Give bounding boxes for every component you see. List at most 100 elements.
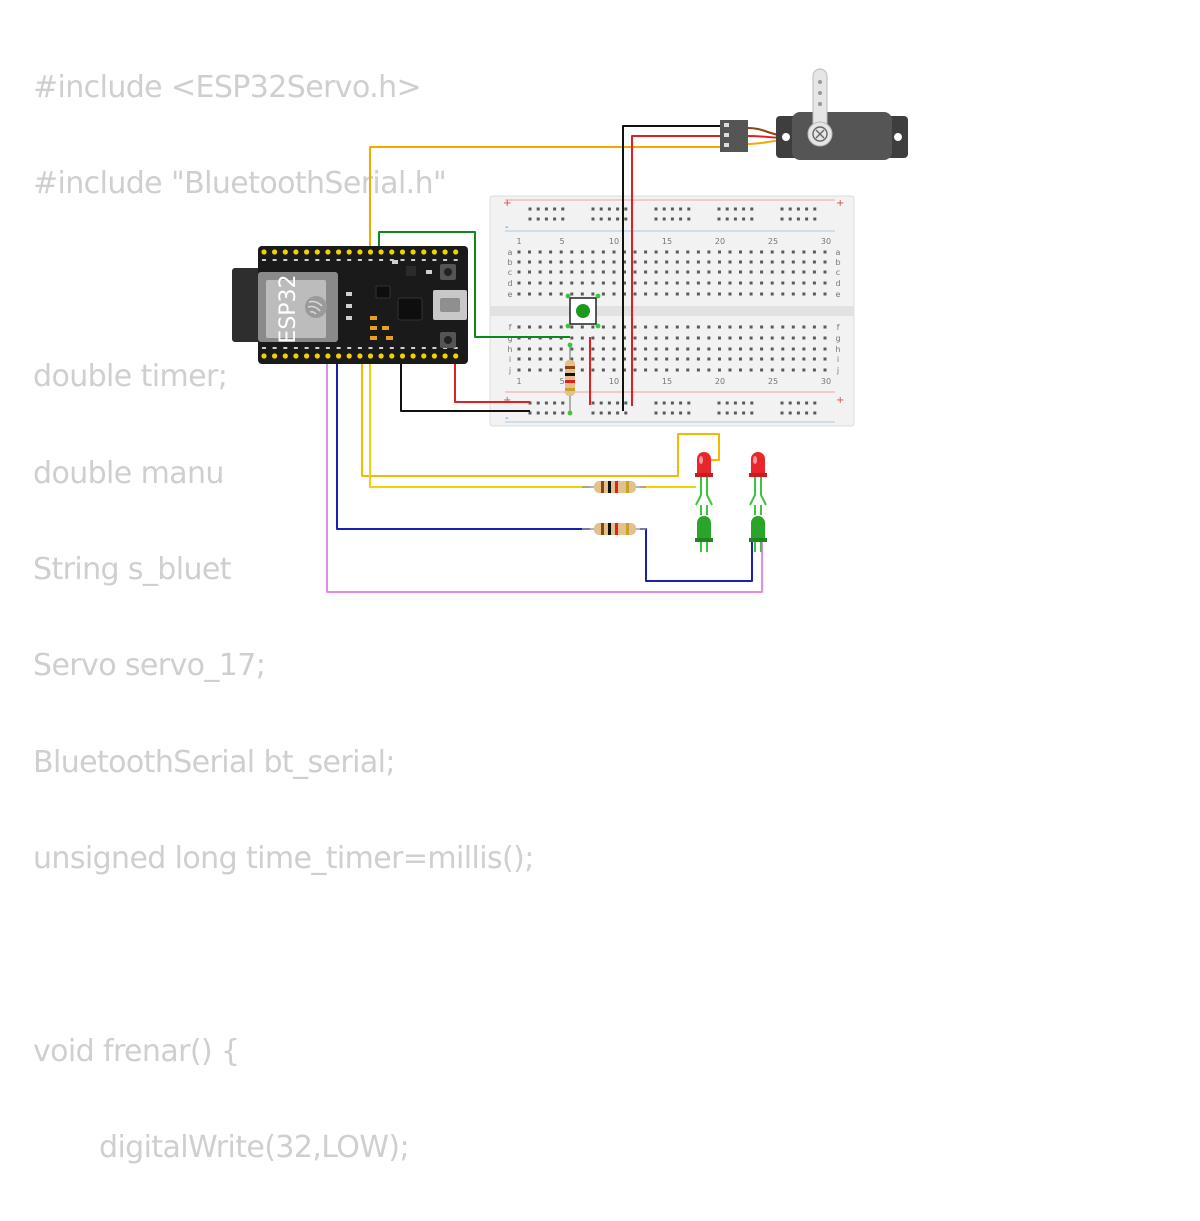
breadboard-hole[interactable] — [718, 250, 721, 254]
header-pin[interactable] — [282, 249, 288, 255]
breadboard-hole[interactable] — [654, 368, 658, 372]
breadboard-hole[interactable] — [559, 347, 563, 351]
led-green-1[interactable] — [695, 505, 713, 552]
breadboard-hole[interactable] — [559, 270, 563, 274]
breadboard-hole[interactable] — [616, 207, 620, 211]
breadboard-hole[interactable] — [633, 260, 637, 264]
resistor-led-2[interactable] — [582, 523, 646, 535]
header-pin[interactable] — [314, 353, 320, 359]
breadboard-hole[interactable] — [770, 336, 774, 340]
breadboard-hole[interactable] — [760, 368, 764, 372]
breadboard-hole[interactable] — [718, 270, 721, 274]
breadboard-hole[interactable] — [601, 368, 605, 372]
breadboard-hole[interactable] — [623, 347, 626, 351]
breadboard-hole[interactable] — [802, 336, 806, 340]
breadboard-hole[interactable] — [570, 325, 574, 329]
breadboard-hole[interactable] — [679, 401, 683, 405]
header-pin[interactable] — [453, 249, 459, 255]
breadboard-hole[interactable] — [791, 368, 795, 372]
breadboard-hole[interactable] — [749, 292, 753, 296]
header-pin[interactable] — [346, 249, 352, 255]
breadboard-hole[interactable] — [580, 292, 584, 296]
breadboard-hole[interactable] — [696, 260, 700, 264]
header-pin[interactable] — [357, 353, 363, 359]
breadboard-hole[interactable] — [553, 401, 557, 405]
breadboard-hole[interactable] — [788, 411, 792, 415]
breadboard-hole[interactable] — [591, 411, 595, 415]
header-pin[interactable] — [293, 353, 299, 359]
breadboard-hole[interactable] — [728, 325, 732, 329]
wire-red-vin[interactable] — [454, 358, 530, 403]
breadboard-hole[interactable] — [528, 270, 531, 274]
breadboard-hole[interactable] — [536, 411, 540, 415]
breadboard-hole[interactable] — [644, 270, 648, 274]
wire-red-servo-power[interactable] — [631, 135, 722, 406]
breadboard-hole[interactable] — [580, 336, 584, 340]
breadboard-hole[interactable] — [696, 347, 700, 351]
breadboard-hole[interactable] — [665, 260, 669, 264]
breadboard-hole[interactable] — [812, 270, 816, 274]
header-pin[interactable] — [325, 353, 331, 359]
breadboard-hole[interactable] — [536, 217, 540, 221]
breadboard-hole[interactable] — [686, 250, 690, 254]
breadboard-hole[interactable] — [728, 368, 732, 372]
breadboard-hole[interactable] — [781, 325, 785, 329]
header-pin[interactable] — [367, 249, 374, 255]
breadboard-hole[interactable] — [802, 292, 806, 296]
breadboard-hole[interactable] — [538, 347, 542, 351]
header-pin[interactable] — [282, 353, 288, 359]
breadboard-hole[interactable] — [770, 357, 774, 361]
breadboard-hole[interactable] — [739, 281, 742, 285]
breadboard-hole[interactable] — [725, 217, 729, 221]
breadboard-hole[interactable] — [580, 281, 584, 285]
breadboard-hole[interactable] — [665, 270, 669, 274]
breadboard-hole[interactable] — [760, 357, 764, 361]
breadboard-hole[interactable] — [823, 357, 827, 361]
breadboard-hole[interactable] — [549, 260, 553, 264]
breadboard-hole[interactable] — [791, 325, 795, 329]
breadboard-hole[interactable] — [528, 207, 532, 211]
breadboard-hole[interactable] — [580, 260, 584, 264]
breadboard-hole[interactable] — [654, 217, 658, 221]
breadboard-hole[interactable] — [696, 336, 700, 340]
breadboard-hole[interactable] — [707, 281, 711, 285]
breadboard-hole[interactable] — [517, 347, 521, 351]
breadboard-hole[interactable] — [601, 357, 605, 361]
breadboard-hole[interactable] — [538, 325, 542, 329]
breadboard-hole[interactable] — [580, 270, 584, 274]
header-pin[interactable] — [410, 353, 416, 359]
breadboard-hole[interactable] — [675, 292, 679, 296]
header-pin[interactable] — [410, 249, 416, 255]
breadboard-hole[interactable] — [561, 207, 565, 211]
breadboard-hole[interactable] — [654, 292, 658, 296]
breadboard-hole[interactable] — [633, 336, 637, 340]
breadboard-hole[interactable] — [623, 325, 626, 329]
breadboard-hole[interactable] — [517, 281, 521, 285]
header-pin[interactable] — [367, 353, 374, 359]
header-pin[interactable] — [325, 249, 331, 255]
header-pin[interactable] — [304, 249, 310, 255]
breadboard-hole[interactable] — [812, 357, 816, 361]
breadboard-hole[interactable] — [780, 217, 784, 221]
breadboard-hole[interactable] — [623, 357, 626, 361]
header-pin[interactable] — [314, 249, 320, 255]
breadboard-hole[interactable] — [633, 292, 637, 296]
breadboard-hole[interactable] — [599, 401, 603, 405]
breadboard-hole[interactable] — [675, 368, 679, 372]
breadboard-hole[interactable] — [813, 207, 817, 211]
breadboard-hole[interactable] — [517, 250, 521, 254]
breadboard-hole[interactable] — [791, 281, 795, 285]
breadboard-hole[interactable] — [791, 336, 795, 340]
breadboard-hole[interactable] — [559, 250, 563, 254]
breadboard-hole[interactable] — [760, 347, 764, 351]
breadboard-hole[interactable] — [812, 325, 816, 329]
breadboard-hole[interactable] — [802, 260, 806, 264]
breadboard-hole[interactable] — [644, 260, 648, 264]
breadboard-hole[interactable] — [559, 357, 563, 361]
breadboard-hole[interactable] — [781, 270, 785, 274]
breadboard-hole[interactable] — [591, 260, 595, 264]
breadboard-hole[interactable] — [538, 368, 542, 372]
breadboard-hole[interactable] — [538, 357, 542, 361]
breadboard-hole[interactable] — [770, 292, 774, 296]
breadboard-hole[interactable] — [739, 292, 742, 296]
